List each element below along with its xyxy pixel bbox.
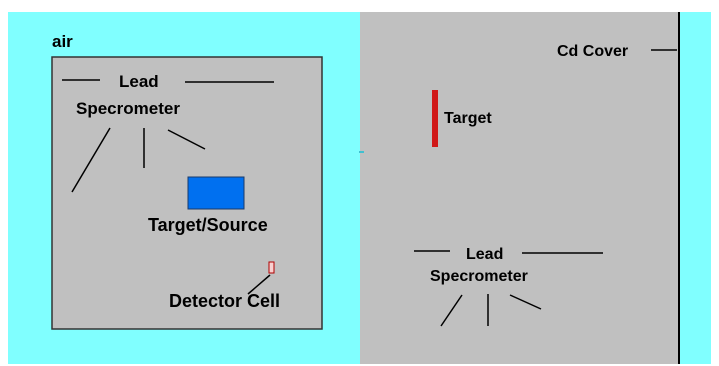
- left-panel: air Lead Specrometer Target/Source Detec…: [8, 12, 360, 364]
- target-source-block: [187, 176, 245, 210]
- spectrometer-label: Specrometer: [76, 99, 180, 118]
- detector-cell: [268, 261, 275, 274]
- spectrometer-pointer-line-1: [71, 127, 111, 193]
- spectrometer-label-right: Specrometer: [430, 268, 528, 285]
- right-panel: Cd Cover Target Lead Specrometer: [360, 12, 711, 364]
- detector-cell-label: Detector Cell: [169, 291, 280, 311]
- target-source-label: Target/Source: [148, 215, 268, 235]
- lead-label: Lead: [119, 72, 159, 91]
- air-label: air: [52, 32, 73, 51]
- air-region-right: [680, 12, 711, 364]
- spectrometer-pointer-line-right-1: [440, 294, 463, 327]
- spectrometer-pointer-line-3: [167, 129, 206, 150]
- cd-cover-label: Cd Cover: [557, 43, 628, 60]
- lead-label-right: Lead: [466, 246, 503, 263]
- lead-spectrometer-block: [51, 56, 323, 330]
- lead-region: [360, 12, 680, 364]
- detector-cell-pointer-line: [247, 274, 271, 295]
- target-bar: [432, 90, 438, 147]
- spectrometer-pointer-line-right-3: [509, 294, 542, 310]
- target-label: Target: [444, 110, 492, 127]
